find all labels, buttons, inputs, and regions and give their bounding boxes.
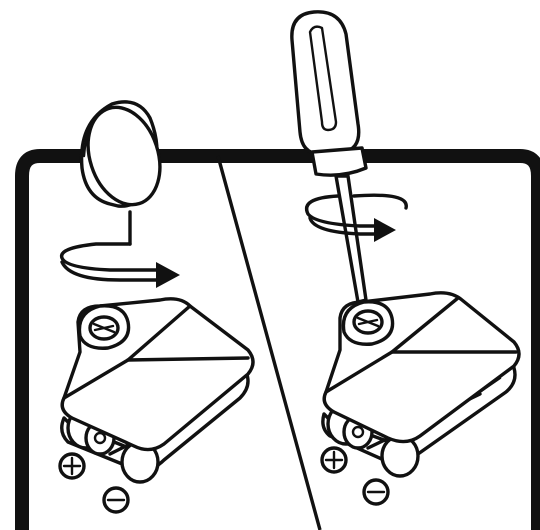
battery-compartment-icon [60, 297, 255, 484]
plus-sign-icon [320, 446, 348, 474]
diagram-frame [15, 149, 540, 530]
rotation-arrow-icon [59, 210, 180, 288]
screwdriver-icon [290, 10, 368, 304]
battery-compartment-icon [321, 291, 521, 478]
panel-coin-method [58, 100, 255, 514]
panel-screwdriver-method [290, 10, 521, 506]
panel-divider [216, 155, 322, 530]
minus-sign-icon [102, 486, 130, 514]
plus-sign-icon [58, 452, 86, 480]
minus-sign-icon [362, 478, 390, 506]
rotation-arrow-icon [305, 193, 408, 242]
coin-icon [79, 100, 162, 208]
